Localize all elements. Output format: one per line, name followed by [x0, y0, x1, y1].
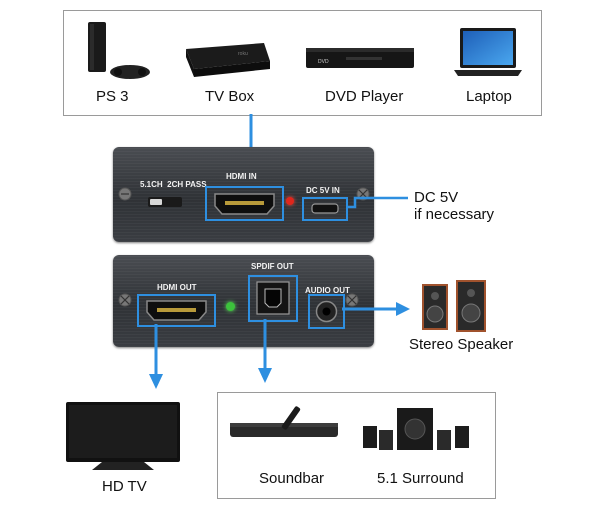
- output-label-speaker: Stereo Speaker: [409, 336, 514, 353]
- audio-out-label: AUDIO OUT: [305, 286, 350, 295]
- mode-switch-label: 5.1CH 2CH PASS: [140, 180, 207, 189]
- dc-in-port: [302, 197, 348, 221]
- svg-text:roku: roku: [238, 51, 248, 57]
- mode-switch[interactable]: [148, 197, 182, 207]
- screw-icon: [118, 293, 132, 307]
- spdif-out-label: SPDIF OUT: [251, 262, 294, 271]
- laptop-icon: [452, 26, 524, 82]
- hdmi-out-port: [137, 294, 216, 327]
- game-console-icon: [80, 20, 160, 80]
- power-note-line1: DC 5V: [414, 189, 459, 206]
- source-label-tv-box: TV Box: [205, 88, 255, 105]
- screw-icon: [345, 293, 359, 307]
- power-note-line2: if necessary: [414, 206, 495, 223]
- output-label-tv: HD TV: [102, 478, 147, 495]
- stereo-speaker-icon: [418, 278, 488, 334]
- source-label-dvd-player: DVD Player: [325, 88, 404, 105]
- soundbar-icon: [228, 403, 343, 451]
- hdmi-in-label: HDMI IN: [226, 172, 257, 181]
- source-label-ps3: PS 3: [96, 88, 129, 105]
- screw-icon: [118, 187, 132, 201]
- dc-in-label: DC 5V IN: [306, 186, 340, 195]
- source-label-laptop: Laptop: [466, 88, 512, 105]
- audio-out-port: [308, 294, 345, 329]
- status-led-green: [226, 302, 235, 311]
- output-label-surround: 5.1 Surround: [377, 470, 464, 487]
- hdmi-out-label: HDMI OUT: [157, 283, 197, 292]
- svg-text:DVD: DVD: [318, 59, 329, 65]
- spdif-out-port: [248, 275, 298, 322]
- surround-system-icon: [357, 404, 479, 452]
- streaming-box-icon: roku: [178, 35, 274, 81]
- dvd-player-icon: DVD: [306, 44, 414, 70]
- output-label-soundbar: Soundbar: [259, 470, 325, 487]
- front-panel: [113, 147, 374, 242]
- power-led-red: [286, 197, 294, 205]
- hdmi-in-port: [205, 186, 284, 221]
- tv-icon: [62, 400, 184, 472]
